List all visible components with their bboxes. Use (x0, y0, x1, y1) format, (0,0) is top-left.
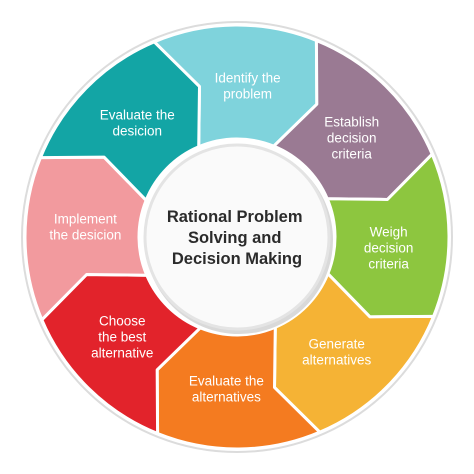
center-title-line: Decision Making (172, 250, 302, 268)
center-title-line: Solving and (188, 229, 282, 247)
step-label-line: Weigh (370, 225, 408, 240)
step-label-line: alternatives (302, 353, 371, 368)
step-label-line: Establish (324, 114, 379, 129)
step-label-line: the desicion (49, 227, 121, 242)
step-label-line: criteria (331, 146, 372, 161)
segments-group (23, 23, 451, 451)
step-arrow-segment (38, 40, 201, 202)
center-title-line: Rational Problem (167, 208, 303, 226)
outer-ring (21, 21, 453, 453)
step-label-line: Implement (54, 211, 117, 226)
step-label-line: Generate (309, 337, 365, 352)
step-label-line: desicion (113, 123, 163, 138)
step-label-line: Evaluate the (100, 107, 175, 122)
step-label-line: Evaluate the (189, 374, 264, 389)
center-circle (143, 143, 331, 331)
step-label-line: decision (364, 241, 414, 256)
step-label-line: alternative (91, 346, 153, 361)
step-label-line: criteria (368, 257, 409, 272)
step-label-line: alternatives (192, 390, 261, 405)
step-label-line: decision (327, 130, 377, 145)
step-label-line: Identify the (215, 70, 281, 85)
step-label-line: the best (98, 330, 146, 345)
step-label-line: problem (223, 86, 272, 101)
step-label-line: Choose (99, 314, 146, 329)
center-title: Rational Problem Solving and Decision Ma… (167, 208, 307, 268)
